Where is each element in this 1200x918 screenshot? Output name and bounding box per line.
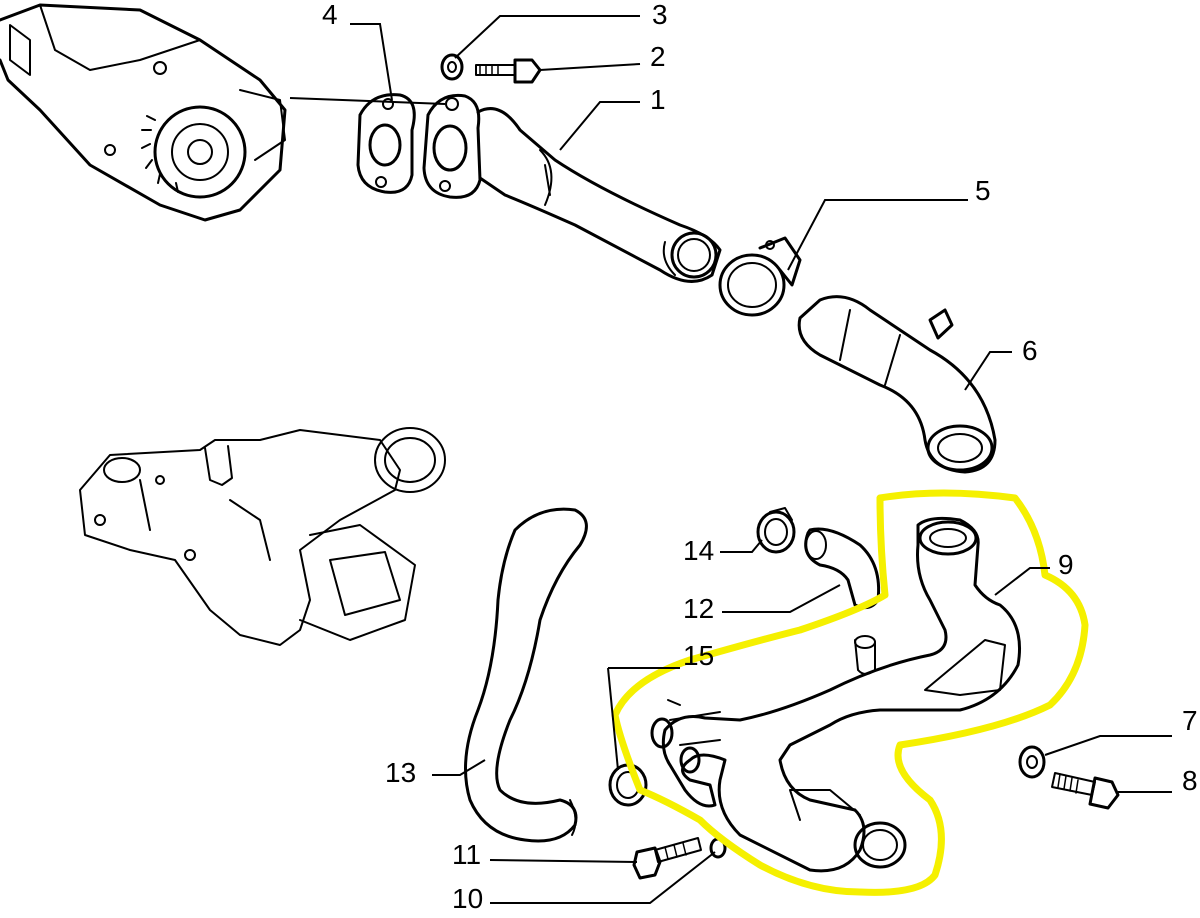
callout-8: 8 — [1182, 765, 1198, 796]
leader-pump-dash — [289, 97, 446, 105]
callout-10: 10 — [452, 883, 483, 913]
clamp-part-5 — [718, 236, 802, 317]
leader-1 — [559, 101, 640, 151]
clamp-part-14 — [756, 507, 796, 554]
leader-14 — [720, 539, 763, 553]
leader-5 — [787, 199, 968, 271]
callout-6: 6 — [1022, 335, 1038, 366]
leader-4 — [350, 23, 393, 101]
callout-labels: 3 2 1 4 5 6 9 14 12 15 13 7 8 11 10 — [322, 0, 1198, 914]
callout-13: 13 — [385, 757, 416, 788]
pump-assembly — [0, 3, 287, 222]
gasket-part-4 — [356, 93, 416, 194]
callout-5: 5 — [975, 175, 991, 206]
callout-4: 4 — [322, 0, 338, 30]
pipe-part-1 — [476, 107, 722, 283]
callout-3: 3 — [652, 0, 668, 30]
callout-1: 1 — [650, 84, 666, 115]
leader-15-down — [607, 667, 619, 771]
leader-11 — [489, 859, 638, 863]
callout-9: 9 — [1058, 549, 1074, 580]
hose-part-13 — [464, 507, 588, 843]
hose-part-12 — [804, 527, 881, 610]
callout-7: 7 — [1182, 705, 1198, 736]
callout-11: 11 — [452, 839, 481, 870]
callout-14: 14 — [683, 535, 714, 566]
leader-10 — [490, 851, 716, 904]
nut-part-3 — [440, 53, 464, 81]
leader-2 — [539, 63, 641, 71]
leader-12 — [722, 584, 841, 613]
bolt-part-8 — [1051, 772, 1120, 810]
leader-7 — [1044, 735, 1172, 756]
bolt-part-11 — [632, 837, 702, 880]
leader-3 — [454, 15, 640, 59]
pipe-flange — [422, 93, 482, 199]
thermostat-housing — [79, 427, 446, 646]
bolt-part-2 — [475, 58, 542, 84]
leader-lines — [289, 15, 1172, 904]
leader-13 — [432, 759, 486, 776]
pipe-assembly-part-9 — [650, 516, 1022, 873]
washer-part-7 — [1018, 745, 1046, 779]
leader-6 — [964, 351, 1012, 391]
highlight-outline — [611, 489, 1089, 896]
hose-part-6 — [797, 295, 997, 474]
callout-15: 15 — [683, 640, 714, 671]
callout-12: 12 — [683, 593, 714, 624]
leader-9 — [994, 567, 1050, 596]
callout-2: 2 — [650, 41, 666, 72]
